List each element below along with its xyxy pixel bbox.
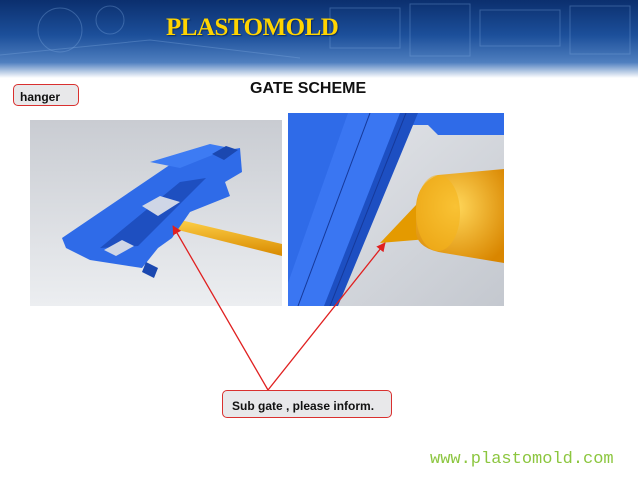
hanger-part: [62, 144, 242, 278]
header-banner: PLASTOMOLD: [0, 0, 638, 78]
header-background-pattern: [0, 3, 631, 59]
part-overview-image: [30, 120, 282, 306]
slide-title: GATE SCHEME: [250, 80, 367, 97]
website-footer: www.plastomold.com: [430, 450, 614, 469]
part-label: hanger: [13, 84, 79, 106]
brand-logo: PLASTOMOLD: [166, 14, 339, 41]
sub-gate: [380, 169, 504, 263]
arrow-to-closeup-gate: [267, 242, 386, 391]
gate-closeup-image: [288, 113, 504, 306]
arrow-to-overview-gate: [172, 225, 269, 391]
gate-note: Sub gate , please inform.: [222, 390, 392, 418]
runner: [170, 218, 282, 256]
